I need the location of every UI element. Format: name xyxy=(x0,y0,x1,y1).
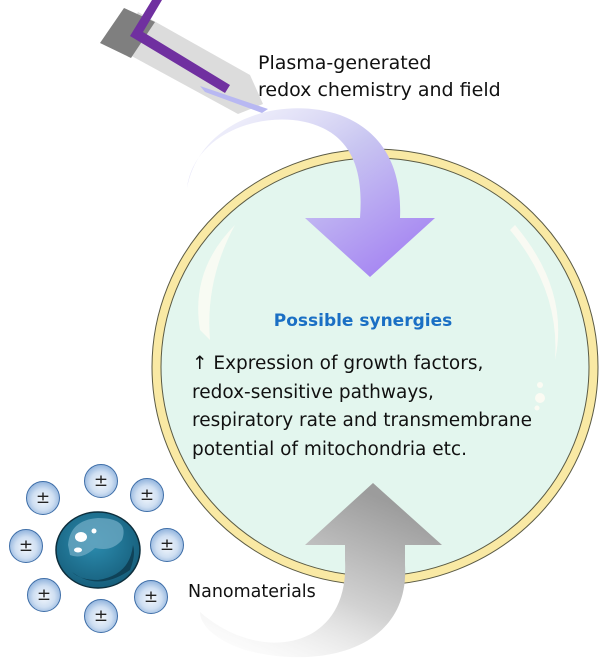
plus-minus-icon: ± xyxy=(36,585,52,605)
plasma-jet-icon xyxy=(100,0,268,114)
plus-minus-icon: ± xyxy=(139,485,155,505)
cell-bubble xyxy=(534,405,540,411)
charge-sphere: ± xyxy=(27,578,61,612)
cell xyxy=(151,148,599,586)
plus-minus-icon: ± xyxy=(93,606,109,626)
charge-sphere: ± xyxy=(130,478,164,512)
plasma-label-line2: redox chemistry and field xyxy=(258,79,501,101)
synergy-line: redox-sensitive pathways, xyxy=(192,381,434,403)
charge-sphere: ± xyxy=(150,528,184,562)
cell-highlight-left xyxy=(198,225,235,340)
plus-minus-icon: ± xyxy=(159,535,175,555)
nanoparticle-icon xyxy=(55,511,141,589)
plus-minus-icon: ± xyxy=(143,587,159,607)
plasma-label-line1: Plasma-generated xyxy=(258,52,432,74)
synergy-description: ↑ Expression of growth factors, redox-se… xyxy=(192,350,532,464)
nanomaterials-label: Nanomaterials xyxy=(188,582,316,602)
charge-sphere: ± xyxy=(84,599,118,633)
synergy-line: potential of mitochondria etc. xyxy=(192,438,467,460)
cell-bubble xyxy=(537,382,543,388)
charge-sphere: ± xyxy=(84,464,118,498)
synergy-line: ↑ Expression of growth factors, xyxy=(192,353,484,374)
cell-highlight-right xyxy=(510,225,559,360)
synergy-title: Possible synergies xyxy=(273,311,453,331)
cell-bubble xyxy=(535,393,545,403)
nanomaterial-arrow xyxy=(200,483,442,658)
plasma-arrow xyxy=(187,108,435,277)
synergy-line: respiratory rate and transmembrane xyxy=(192,410,532,431)
charge-sphere: ± xyxy=(134,580,168,614)
charge-sphere: ± xyxy=(26,481,60,515)
plus-minus-icon: ± xyxy=(93,471,109,491)
plasma-label: Plasma-generated redox chemistry and fie… xyxy=(258,50,501,104)
charge-sphere: ± xyxy=(9,529,43,563)
plus-minus-icon: ± xyxy=(18,536,34,556)
plus-minus-icon: ± xyxy=(35,488,51,508)
